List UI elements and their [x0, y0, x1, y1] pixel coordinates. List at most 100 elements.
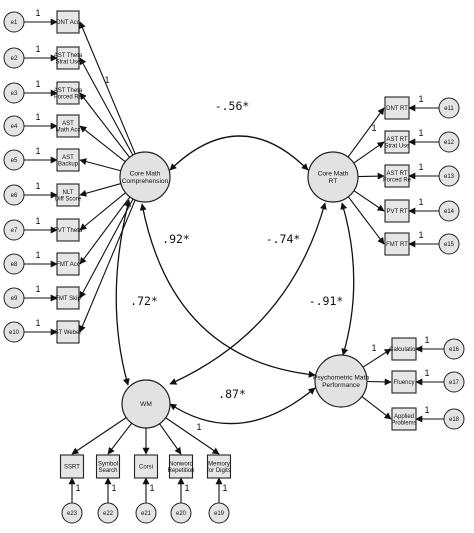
fixed-path-label: 1	[35, 112, 40, 122]
fixed-loading-label: 1	[104, 75, 109, 85]
error-label: e7	[11, 228, 18, 234]
error-label: e4	[11, 124, 18, 130]
loading-arrow	[353, 190, 385, 212]
indicator-label: PVT RT	[386, 209, 407, 215]
error-label: e18	[449, 417, 460, 423]
coef-cmc-wm: .72*	[130, 294, 158, 308]
error-circle	[438, 200, 460, 222]
error-label: e11	[444, 106, 454, 112]
indicator-box	[56, 81, 80, 105]
error-label: e12	[444, 140, 455, 146]
fixed-path-label: 1	[111, 483, 116, 493]
fixed-path-label: 1	[35, 146, 40, 156]
indicator-box	[56, 148, 80, 172]
indicator-label: DNT Acc	[56, 20, 80, 26]
error-label: e22	[103, 511, 114, 517]
indicator-box	[384, 232, 410, 256]
indicator-label: FMT RT	[386, 242, 408, 248]
error-circle	[438, 97, 460, 119]
indicator-box	[168, 454, 194, 479]
error-circle	[443, 371, 465, 393]
loading-arrow	[79, 158, 121, 172]
error-circle	[61, 502, 83, 524]
error-label: e20	[176, 511, 187, 517]
error-circle	[3, 253, 25, 275]
loading-arrow	[165, 417, 220, 455]
latent-wm	[121, 379, 171, 429]
error-circle	[97, 502, 119, 524]
error-circle	[438, 165, 460, 187]
loading-arrow	[347, 196, 385, 245]
latent-wm-label: WM	[140, 401, 152, 408]
loading-arrow	[159, 423, 182, 455]
error-circle	[438, 233, 460, 255]
indicator-box	[56, 114, 80, 138]
indicator-box	[384, 164, 410, 188]
fixed-path-label: 1	[149, 483, 154, 493]
fixed-path-label: 1	[418, 94, 423, 104]
covariance-cmrt-pmp	[340, 202, 355, 356]
indicator-box	[56, 183, 80, 207]
error-label: e15	[444, 242, 455, 248]
error-circle	[3, 47, 25, 69]
fixed-path-label: 1	[222, 483, 227, 493]
error-label: e1	[11, 20, 18, 26]
fixed-path-label: 1	[424, 368, 429, 378]
loading-arrow	[79, 183, 122, 197]
fixed-path-label: 1	[424, 405, 429, 415]
loading-arrow	[79, 192, 126, 231]
error-circle	[3, 149, 25, 171]
indicator-label: ST Weber	[55, 330, 82, 336]
loading-arrow	[362, 348, 392, 368]
indicator-box	[384, 130, 410, 154]
fixed-path-label: 1	[418, 128, 423, 138]
latent-core-math-comprehension	[119, 151, 171, 203]
fixed-path-label: 1	[418, 162, 423, 172]
coef-wm-pmp: .87*	[218, 387, 246, 401]
covariance-cmrt-wm	[169, 202, 327, 385]
loading-arrow	[79, 21, 136, 155]
indicator-box	[56, 286, 80, 310]
loading-arrow	[79, 199, 136, 333]
error-circle	[135, 502, 157, 524]
indicator-label: DNT RT	[386, 106, 408, 112]
loading-arrow	[79, 92, 130, 158]
error-label: e16	[449, 347, 460, 353]
error-circle	[208, 502, 230, 524]
fixed-path-label: 1	[424, 335, 429, 345]
loading-arrow	[357, 172, 385, 180]
fixed-path-label: 1	[35, 284, 40, 294]
error-circle	[3, 287, 25, 309]
indicator-box	[95, 454, 121, 479]
error-circle	[443, 408, 465, 430]
coef-cmrt-wm: -.74*	[266, 232, 301, 246]
indicator-box	[56, 218, 80, 242]
indicator-box	[56, 10, 80, 34]
error-label: e10	[9, 330, 20, 336]
fixed-path-label: 1	[35, 181, 40, 191]
error-circle	[3, 11, 25, 33]
fixed-loading-label: 1	[371, 123, 376, 133]
fixed-loading-label: 1	[371, 343, 376, 353]
error-label: e14	[444, 209, 455, 215]
error-label: e23	[67, 511, 78, 517]
covariance-cmc-wm	[115, 199, 131, 386]
error-circle	[443, 338, 465, 360]
indicator-box	[384, 199, 410, 223]
fixed-loading-label: 1	[196, 422, 201, 432]
fixed-path-label: 1	[35, 79, 40, 89]
loading-arrow	[361, 396, 392, 420]
error-circle	[3, 115, 25, 137]
error-label: e9	[11, 296, 18, 302]
fixed-path-label: 1	[35, 216, 40, 226]
